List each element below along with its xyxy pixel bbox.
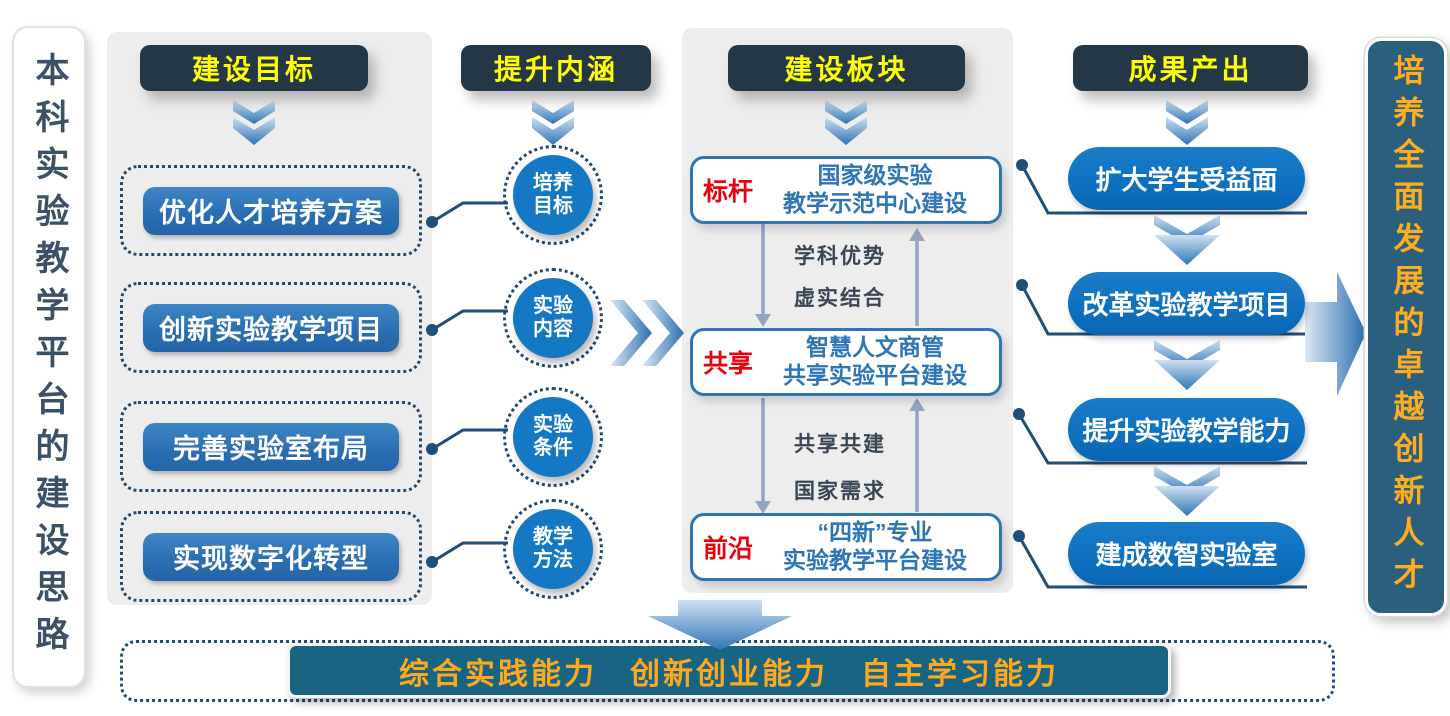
- connotation-circle: 教学 方法: [503, 499, 603, 599]
- left-title-text: 本科实验教学平台的建设思路: [30, 51, 68, 663]
- output-pill: 扩大学生受益面: [1068, 147, 1305, 210]
- chevron-right-icon: [610, 300, 684, 366]
- link-label: 国家需求: [794, 480, 886, 503]
- module-line1: “四新”专业: [817, 519, 933, 546]
- module-box-sharing: 共享 智慧人文商管 共享实验平台建设: [690, 328, 1002, 396]
- output-flow-arrows: [1154, 215, 1220, 516]
- big-arrow-right-icon: [1305, 272, 1366, 396]
- chevron-down-icon-outputs: [1166, 100, 1208, 145]
- bottom-abilities-banner: 综合实践能力 创新创业能力 自主学习能力: [287, 643, 1171, 698]
- circle-line1: 培养: [533, 172, 573, 194]
- output-pill: 建成数智实验室: [1068, 522, 1305, 585]
- goal-item: 优化人才培养方案: [143, 186, 399, 235]
- right-title-text: 培养全面发展的卓越创新人才: [1388, 54, 1424, 600]
- link-label: 共享共建: [794, 433, 886, 456]
- module-line2: 实验教学平台建设: [783, 547, 967, 573]
- bottom-abilities-text: 综合实践能力 创新创业能力 自主学习能力: [399, 657, 1059, 691]
- header-connotation: 提升内涵: [461, 45, 651, 91]
- goal-box: 实现数字化转型: [120, 511, 422, 602]
- module-output-dots: [1013, 159, 1028, 542]
- header-modules: 建设板块: [728, 45, 965, 91]
- goal-circle-connectors: [431, 201, 508, 564]
- connotation-circle: 实验 条件: [503, 387, 603, 487]
- module-box-benchmark: 标杆 国家级实验 教学示范中心建设: [690, 156, 1002, 224]
- goal-item: 完善实验室布局: [143, 422, 399, 471]
- goal-box: 创新实验教学项目: [120, 282, 422, 373]
- header-goals: 建设目标: [140, 45, 368, 91]
- module-line2: 共享实验平台建设: [783, 362, 967, 388]
- chevron-down-icon-connotation: [532, 100, 574, 145]
- right-title-banner: 培养全面发展的卓越创新人才: [1365, 38, 1447, 616]
- module-tag: 前沿: [703, 535, 754, 563]
- module-text: 智慧人文商管 共享实验平台建设: [759, 334, 991, 389]
- module-line1: 智慧人文商管: [806, 334, 944, 361]
- left-title-banner: 本科实验教学平台的建设思路: [12, 26, 86, 688]
- connotation-circle-text: 实验 内容: [513, 278, 593, 358]
- goal-box: 优化人才培养方案: [120, 165, 422, 256]
- module-line1: 国家级实验: [817, 162, 933, 189]
- connotation-circle-text: 培养 目标: [513, 155, 593, 235]
- circle-line2: 条件: [533, 437, 573, 459]
- module-box-frontier: 前沿 “四新”专业 实验教学平台建设: [690, 513, 1002, 581]
- connotation-circle-text: 教学 方法: [513, 509, 593, 589]
- module-text: 国家级实验 教学示范中心建设: [759, 162, 991, 217]
- goal-item: 创新实验教学项目: [143, 303, 399, 352]
- goal-item: 实现数字化转型: [143, 532, 399, 581]
- circle-line2: 内容: [533, 318, 573, 340]
- link-label: 虚实结合: [794, 287, 886, 310]
- module-tag: 共享: [703, 350, 754, 378]
- module-text: “四新”专业 实验教学平台建设: [759, 519, 991, 574]
- module-line2: 教学示范中心建设: [783, 190, 967, 216]
- goal-box: 完善实验室布局: [120, 401, 422, 492]
- circle-line2: 方法: [533, 549, 573, 571]
- circle-line1: 实验: [533, 414, 573, 436]
- connotation-circle-text: 实验 条件: [513, 397, 593, 477]
- output-pill: 改革实验教学项目: [1068, 272, 1305, 335]
- connotation-circle: 培养 目标: [503, 145, 603, 245]
- output-pill: 提升实验教学能力: [1068, 398, 1305, 461]
- connotation-circle: 实验 内容: [503, 268, 603, 368]
- circle-line2: 目标: [533, 195, 573, 217]
- link-label: 学科优势: [794, 245, 886, 268]
- header-outputs: 成果产出: [1073, 45, 1308, 91]
- circle-line1: 实验: [533, 295, 573, 317]
- circle-line1: 教学: [533, 526, 573, 548]
- module-tag: 标杆: [703, 178, 754, 206]
